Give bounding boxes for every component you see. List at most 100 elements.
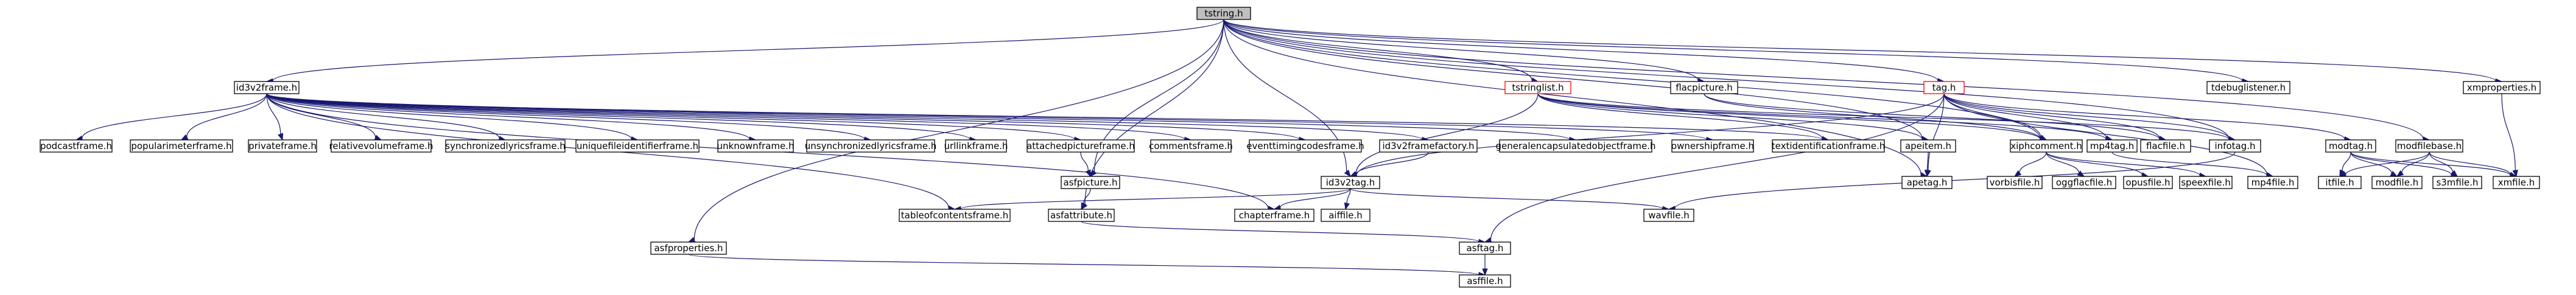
node-s3mfile-h[interactable]: s3mfile.h bbox=[2432, 176, 2482, 189]
node-id3v2frame-h[interactable]: id3v2frame.h bbox=[234, 81, 300, 94]
node-label: tag.h bbox=[1932, 82, 1956, 93]
node-box bbox=[130, 139, 233, 153]
node-modfilebase-h[interactable]: modfilebase.h bbox=[2395, 139, 2463, 153]
node-label: flacpicture.h bbox=[1676, 82, 1733, 93]
node-aiffile-h[interactable]: aiffile.h bbox=[1321, 209, 1370, 222]
edge-id3v2frame-h-to-popularimeterframe-h bbox=[180, 93, 267, 141]
node-chapterframe-h[interactable]: chapterframe.h bbox=[1234, 209, 1314, 222]
edge-tstringlist-h-to-mp4tag-h bbox=[1537, 93, 2113, 142]
edge-xiphcomment-h-to-vorbisfile-h bbox=[2013, 151, 2047, 177]
node-box bbox=[2463, 81, 2541, 94]
node-box bbox=[945, 139, 1007, 153]
node-label: xmfile.h bbox=[2498, 177, 2535, 188]
node-opusfile-h[interactable]: opusfile.h bbox=[2123, 176, 2173, 189]
node-asffile-h[interactable]: asffile.h bbox=[1459, 274, 1511, 288]
node-tstringlist-h[interactable]: tstringlist.h bbox=[1504, 81, 1571, 94]
node-box bbox=[1027, 139, 1135, 153]
node-asfpicture-h[interactable]: asfpicture.h bbox=[1061, 176, 1120, 189]
node-itfile-h[interactable]: itfile.h bbox=[2318, 176, 2362, 189]
node-label: synchronizedlyricsframe.h bbox=[445, 141, 565, 151]
node-label: xiphcomment.h bbox=[2010, 141, 2082, 151]
node-mp4tag-h[interactable]: mp4tag.h bbox=[2086, 139, 2138, 153]
node-mp4file-h[interactable]: mp4file.h bbox=[2247, 176, 2298, 189]
node-tdebuglistener-h[interactable]: tdebuglistener.h bbox=[2206, 81, 2290, 94]
edge-tag-h-to-flacfile-h bbox=[1943, 93, 2167, 142]
node-podcastframe-h[interactable]: podcastframe.h bbox=[40, 139, 113, 153]
node-box bbox=[1670, 81, 1738, 94]
edge-id3v2tag-h-to-tableofcontentsframe-h bbox=[953, 188, 1351, 212]
node-label: oggflacfile.h bbox=[2056, 177, 2112, 188]
node-box bbox=[234, 81, 300, 94]
node-asfattribute-h[interactable]: asfattribute.h bbox=[1048, 209, 1115, 222]
node-label: id3v2framefactory.h bbox=[1382, 141, 1474, 151]
node-label: textidentificationframe.h bbox=[1772, 141, 1885, 151]
node-modfile-h[interactable]: modfile.h bbox=[2371, 176, 2423, 189]
node-tag-h[interactable]: tag.h bbox=[1923, 81, 1965, 94]
edge-id3v2frame-h-to-podcastframe-h bbox=[75, 93, 267, 142]
node-infotag-h[interactable]: infotag.h bbox=[2209, 139, 2261, 153]
node-box bbox=[1643, 209, 1694, 222]
node-box bbox=[1048, 209, 1115, 222]
node-synchronizedlyricsframe-h[interactable]: synchronizedlyricsframe.h bbox=[445, 139, 566, 153]
node-label: aiffile.h bbox=[1328, 210, 1363, 221]
edge-tag-h-to-infotag-h bbox=[1943, 93, 2236, 142]
node-box bbox=[2179, 176, 2233, 189]
node-relativevolumeframe-h[interactable]: relativevolumeframe.h bbox=[329, 139, 433, 153]
node-xiphcomment-h[interactable]: xiphcomment.h bbox=[2010, 139, 2083, 153]
node-label: apetag.h bbox=[1907, 177, 1948, 188]
node-eventtimingcodesframe-h[interactable]: eventtimingcodesframe.h bbox=[1246, 139, 1364, 153]
node-modtag-h[interactable]: modtag.h bbox=[2325, 139, 2376, 153]
node-box bbox=[1379, 139, 1478, 153]
node-flacfile-h[interactable]: flacfile.h bbox=[2140, 139, 2191, 153]
node-id3v2tag-h[interactable]: id3v2tag.h bbox=[1321, 176, 1380, 189]
node-box bbox=[2325, 139, 2376, 153]
node-oggflacfile-h[interactable]: oggflacfile.h bbox=[2052, 176, 2116, 189]
edge-apeitem-h-to-apetag-h bbox=[1924, 151, 1931, 178]
edge-asfpicture-h-to-asfattribute-h bbox=[1081, 188, 1091, 210]
node-commentsframe-h[interactable]: commentsframe.h bbox=[1149, 139, 1233, 153]
node-apeitem-h[interactable]: apeitem.h bbox=[1900, 139, 1956, 153]
node-unsynchronizedlyricsframe-h[interactable]: unsynchronizedlyricsframe.h bbox=[805, 139, 936, 153]
node-flacpicture-h[interactable]: flacpicture.h bbox=[1670, 81, 1738, 94]
node-label: asftag.h bbox=[1467, 243, 1504, 254]
node-generalencapsulatedobjectframe-h[interactable]: generalencapsulatedobjectframe.h bbox=[1496, 139, 1656, 153]
node-box bbox=[1900, 139, 1956, 153]
edge-id3v2tag-h-to-wavfile-h bbox=[1350, 188, 1670, 212]
node-label: xmproperties.h bbox=[2467, 82, 2536, 93]
node-label: chapterframe.h bbox=[1239, 210, 1310, 221]
node-uniquefileidentifierframe-h[interactable]: uniquefileidentifierframe.h bbox=[575, 139, 700, 153]
node-box bbox=[2318, 176, 2362, 189]
node-asftag-h[interactable]: asftag.h bbox=[1459, 241, 1511, 255]
node-unknownframe-h[interactable]: unknownframe.h bbox=[717, 139, 795, 153]
node-box bbox=[1901, 176, 1953, 189]
node-wavfile-h[interactable]: wavfile.h bbox=[1643, 209, 1694, 222]
node-label: apeitem.h bbox=[1905, 141, 1951, 151]
node-ownershipframe-h[interactable]: ownershipframe.h bbox=[1671, 139, 1754, 153]
node-attachedpictureframe-h[interactable]: attachedpictureframe.h bbox=[1027, 139, 1135, 153]
node-label: tdebuglistener.h bbox=[2211, 82, 2286, 93]
node-box bbox=[445, 139, 566, 153]
node-xmfile-h[interactable]: xmfile.h bbox=[2493, 176, 2540, 189]
node-privateframe-h[interactable]: privateframe.h bbox=[248, 139, 317, 153]
node-vorbisfile-h[interactable]: vorbisfile.h bbox=[1987, 176, 2043, 189]
node-popularimeterframe-h[interactable]: popularimeterframe.h bbox=[130, 139, 233, 153]
node-box bbox=[806, 139, 935, 153]
node-xmproperties-h[interactable]: xmproperties.h bbox=[2463, 81, 2541, 94]
node-speexfile-h[interactable]: speexfile.h bbox=[2179, 176, 2233, 189]
edge-id3v2frame-h-to-privateframe-h bbox=[266, 93, 284, 141]
node-tableofcontentsframe-h[interactable]: tableofcontentsframe.h bbox=[899, 209, 1011, 222]
node-label: mp4file.h bbox=[2251, 177, 2295, 188]
node-box bbox=[1923, 81, 1965, 94]
node-label: asfattribute.h bbox=[1050, 210, 1112, 221]
node-box bbox=[1459, 274, 1511, 288]
node-apetag-h[interactable]: apetag.h bbox=[1901, 176, 1953, 189]
node-box bbox=[1671, 139, 1754, 153]
node-textidentificationframe-h[interactable]: textidentificationframe.h bbox=[1772, 139, 1885, 153]
node-label: modtag.h bbox=[2329, 141, 2373, 151]
node-box bbox=[1249, 139, 1362, 153]
node-id3v2framefactory-h[interactable]: id3v2framefactory.h bbox=[1379, 139, 1478, 153]
node-urllinkframe-h[interactable]: urllinkframe.h bbox=[944, 139, 1008, 153]
node-label: wavfile.h bbox=[1648, 210, 1689, 221]
node-asfproperties-h[interactable]: asfproperties.h bbox=[650, 241, 727, 255]
node-label: modfilebase.h bbox=[2397, 141, 2462, 151]
